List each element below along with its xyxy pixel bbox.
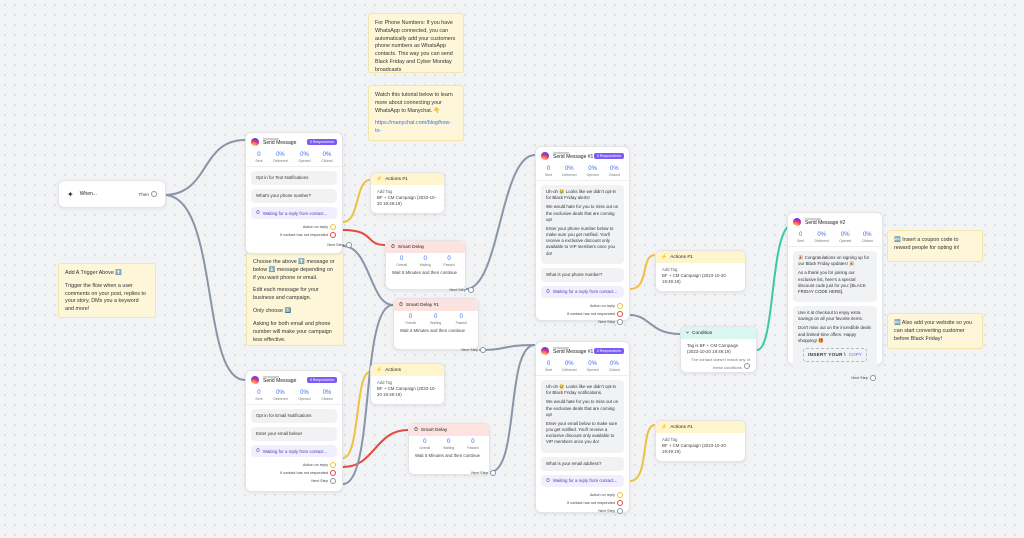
sticky-website-text: 🔤 Also add your website so you can start…: [894, 320, 973, 342]
message-text[interactable]: Uh-oh 😢 Looks like we didn't opt-in for …: [541, 380, 624, 453]
sticky-choose-message[interactable]: Choose the above ⬆️ message or below ⬇️ …: [246, 252, 344, 346]
instagram-icon: [541, 151, 549, 160]
node-title: Send Message: [263, 378, 297, 385]
sticky-choose-4: Asking for both email and phone number w…: [253, 320, 332, 343]
delay-bottom-next-step[interactable]: Next Step: [442, 469, 502, 477]
sticky-add-trigger[interactable]: Add A Trigger Above ⬆️ Trigger the flow …: [58, 263, 156, 318]
condition-else: The contact doesn't match any of these c…: [691, 356, 750, 370]
sticky-choose-3: Only choose 1️⃣: [253, 308, 292, 315]
email-next-step[interactable]: Next Step: [246, 477, 342, 485]
message-text[interactable]: Opt in for Email Notifications: [251, 409, 337, 424]
reply-output[interactable]: Action on reply: [246, 223, 342, 231]
delay-text: Wait 5 Minutes and then continue: [392, 270, 458, 276]
sticky-coupon[interactable]: 🔤 Insert a coupon code to reward people …: [887, 230, 983, 262]
message-question[interactable]: What is your phone number?: [541, 267, 624, 282]
delay-mid-next-step[interactable]: Next Step: [430, 346, 492, 354]
lightning-icon: ⚡: [661, 254, 668, 260]
wait-reply[interactable]: ⏱Waiting for a reply from contact...: [251, 445, 337, 458]
delay-text: Wait 2 Minutes and then continue: [400, 328, 466, 334]
message-question[interactable]: What is your email address?: [541, 456, 624, 471]
lightning-icon: ⚡: [376, 176, 383, 182]
sticky-tutorial-text: Watch this tutorial below to learn more …: [375, 92, 453, 114]
tutorial-link[interactable]: https://manychat.com/blog/how-to-: [375, 120, 452, 135]
clock-icon: ⏱: [546, 288, 550, 295]
clock-icon: ⏱: [414, 427, 418, 433]
trigger-then: Then: [138, 191, 149, 197]
node-title: Send Message #1: [553, 154, 594, 161]
sticky-tutorial[interactable]: Watch this tutorial below to learn more …: [368, 85, 464, 141]
message-text[interactable]: Opt in for Text Notifications: [251, 171, 337, 186]
sticky-choose-2: Edit each message for your business and …: [253, 287, 319, 302]
message-text-2[interactable]: Use it at checkout to enjoy extra saving…: [793, 306, 877, 371]
message-text[interactable]: Uh-oh 😢 Looks like we didn't opt-in for …: [541, 185, 624, 264]
sticky-trigger-body: Trigger the flow when a user comments on…: [65, 282, 146, 313]
clock-icon: ⏱: [256, 448, 260, 455]
message-question[interactable]: Enter your email below!: [251, 427, 337, 442]
delay-text: Wait 5 Minutes and then continue: [415, 453, 481, 459]
trigger-label: When...: [79, 191, 97, 197]
trigger-output-port[interactable]: [151, 191, 157, 197]
delay-top-next-step[interactable]: Next Step: [420, 286, 480, 294]
filter-icon: ⑂: [686, 330, 690, 336]
condition-node[interactable]: ⑂Condition Tag is BF + CM Campaign (2023…: [680, 326, 757, 373]
channel-label: Instagram: [263, 137, 279, 141]
coupon-code[interactable]: INSERT YOUR \COPY: [803, 347, 867, 363]
noreply-port[interactable]: [330, 232, 336, 239]
clock-icon: ⏱: [391, 244, 395, 250]
wait-reply[interactable]: ⏱Waiting for a reply from contact...: [251, 207, 337, 220]
message-question[interactable]: What's your phone number?: [251, 189, 337, 204]
sticky-phone-numbers[interactable]: For Phone Numbers: If you have WhatsApp …: [368, 13, 464, 73]
sticky-choose-1: Choose the above ⬆️ message or below ⬇️ …: [253, 259, 335, 281]
lightning-icon: ⚡: [661, 424, 668, 430]
sticky-website[interactable]: 🔤 Also add your website so you can start…: [887, 313, 983, 349]
instagram-icon: [541, 346, 549, 355]
condition-rule[interactable]: Tag is BF + CM Campaign (2023-10-20 19:4…: [687, 343, 739, 355]
clock-icon: ⏱: [546, 477, 550, 484]
node-title: Send Message #1: [553, 349, 594, 356]
message-text[interactable]: 🎉 Congratulations on signing up for our …: [793, 251, 877, 303]
reply-port[interactable]: [330, 224, 336, 231]
clock-icon: ⏱: [256, 210, 260, 217]
noreply-output[interactable]: If contact has not responded: [246, 231, 342, 239]
respondents-badge: 0 Respondents: [306, 138, 337, 145]
noreply-output[interactable]: If contact has not responded: [246, 469, 342, 477]
clock-icon: ⏱: [399, 302, 403, 308]
instagram-icon: [251, 137, 259, 146]
wait-reply[interactable]: ⏱Waiting for a reply from contact...: [541, 285, 624, 298]
copy-button[interactable]: COPY: [848, 351, 862, 357]
lightning-icon: ⚡: [376, 367, 383, 373]
sticky-trigger-title: Add A Trigger Above ⬆️: [65, 270, 123, 276]
trigger-node[interactable]: ✦ When... Then: [58, 180, 166, 208]
wait-reply[interactable]: ⏱Waiting for a reply from contact...: [541, 474, 624, 487]
sparkle-icon: ✦: [67, 189, 74, 199]
node-title: Send Message #2: [805, 220, 846, 227]
sticky-phone-text: For Phone Numbers: If you have WhatsApp …: [375, 20, 456, 73]
respondents-badge: 0 Respondents: [306, 376, 337, 383]
sticky-coupon-text: 🔤 Insert a coupon code to reward people …: [894, 237, 960, 251]
instagram-icon: [793, 217, 801, 226]
phone-next-step[interactable]: Next Step: [300, 241, 358, 249]
reply-output[interactable]: Action on reply: [246, 461, 342, 469]
node-title: Send Message: [263, 140, 297, 147]
instagram-icon: [251, 375, 259, 384]
